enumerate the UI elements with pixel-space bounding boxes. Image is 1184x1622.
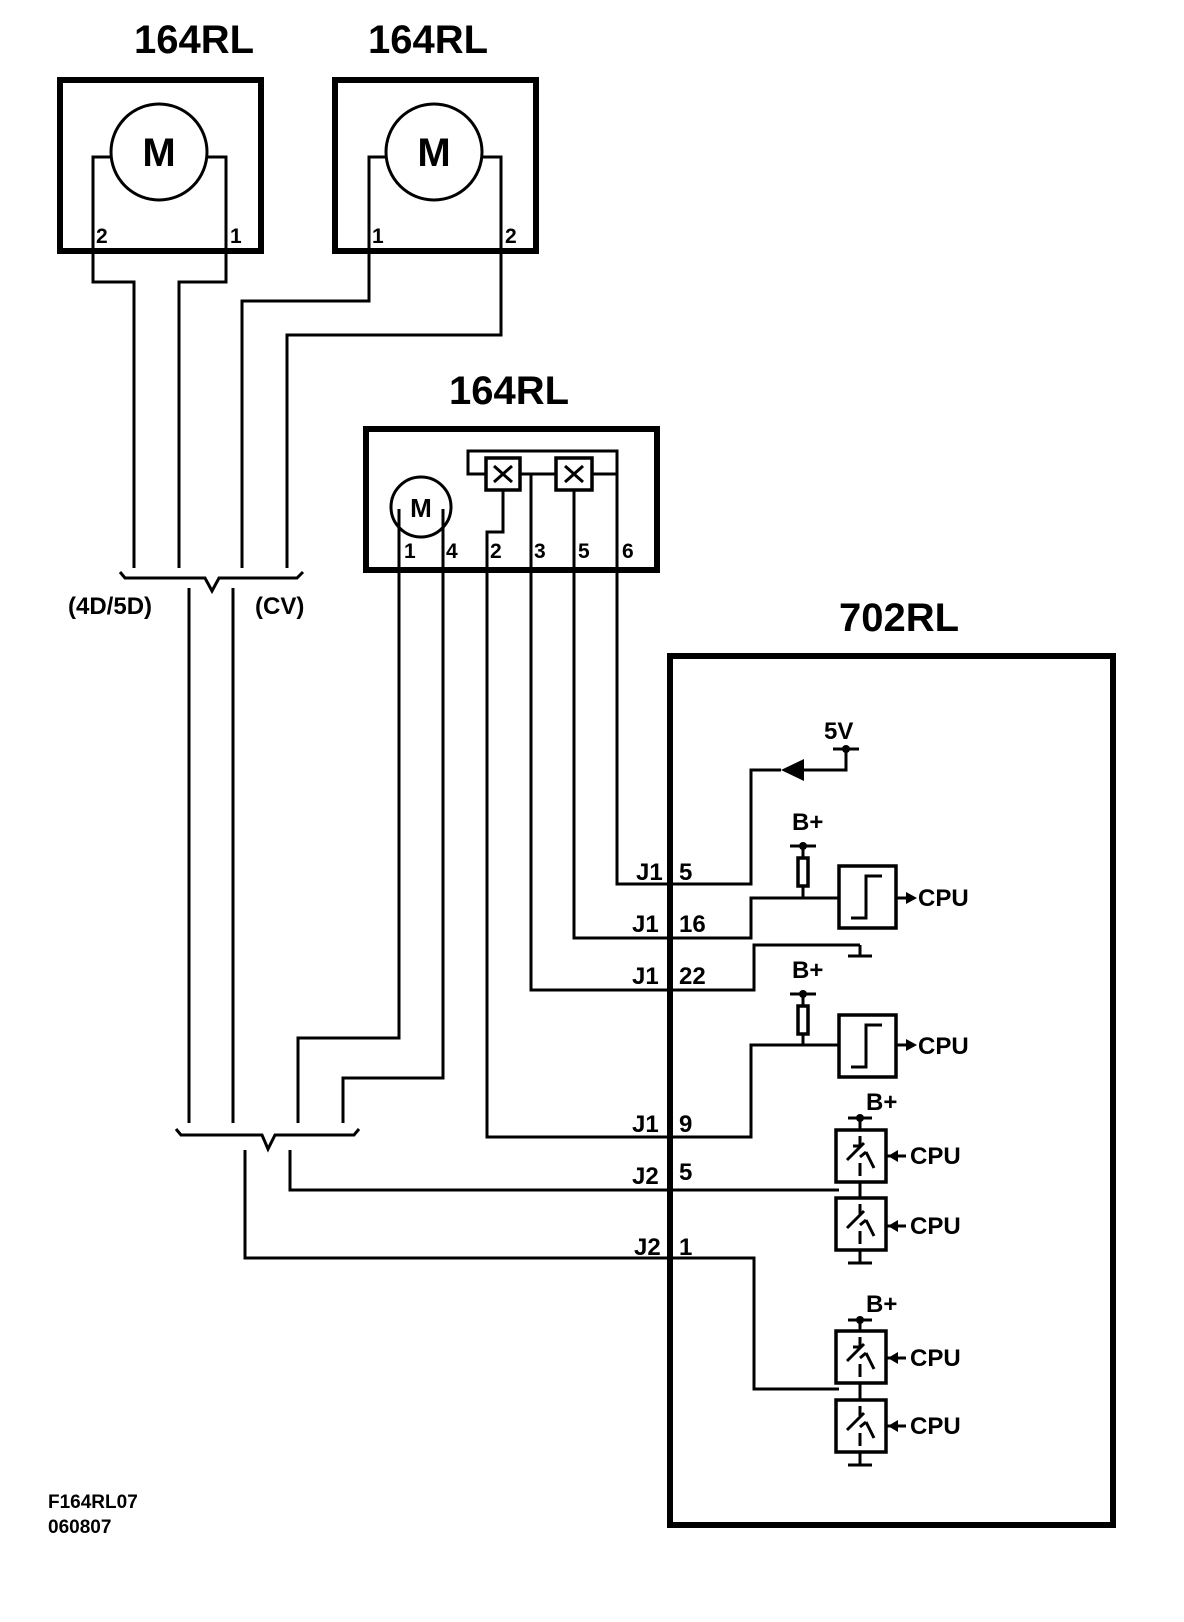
motor-left-label: 164RL — [134, 18, 254, 62]
wire-actuator-pin4 — [341, 509, 445, 1123]
conn-j1-9-id: J1 — [632, 1111, 659, 1138]
driver-low-2-arrow — [888, 1420, 898, 1432]
driver-low-2-symbol — [845, 1406, 876, 1446]
motor-right-symbol: M — [417, 131, 450, 175]
motor-left-circle — [109, 102, 209, 202]
motor-left: 164RL M 2 1 — [57, 18, 264, 568]
actuator-pin-4: 4 — [446, 540, 458, 563]
wire-actuator-pin2-j1-9 — [485, 490, 839, 1139]
pullup-resistor-2 — [796, 1004, 810, 1036]
comparator-2-arrow — [906, 1039, 917, 1051]
bplus-1-label: B+ — [792, 809, 823, 836]
motor-right-label: 164RL — [368, 18, 488, 62]
driver-high-1-arrow — [888, 1150, 898, 1162]
module-housing — [667, 653, 1116, 1528]
conn-j2-5-id: J2 — [632, 1163, 659, 1190]
conn-j2-5-pin: 5 — [679, 1159, 692, 1186]
conn-j1-5-pin: 5 — [679, 859, 692, 886]
conn-j1-16-id: J1 — [632, 911, 659, 938]
branch-label-left: (4D/5D) — [68, 593, 152, 620]
motor-right-pin-2: 2 — [505, 225, 517, 248]
pullup-resistor-1 — [796, 856, 810, 888]
motor-right-wire-pin1 — [240, 155, 386, 568]
comparator-2-symbol — [851, 1023, 882, 1069]
wire-actuator-pin6-j1-5 — [615, 474, 781, 886]
driver-high-2-arrow — [888, 1352, 898, 1364]
wire-harness-j2-1 — [243, 1150, 839, 1391]
conn-j1-9-pin: 9 — [679, 1111, 692, 1138]
conn-j2-1-pin: 1 — [679, 1234, 692, 1261]
upper-harness-brace: (4D/5D) (CV) — [68, 570, 305, 1123]
conn-j1-22-pin: 22 — [679, 963, 706, 990]
cpu-label-3: CPU — [910, 1143, 961, 1170]
motor-right-housing — [332, 77, 539, 254]
actuator-label: 164RL — [449, 369, 569, 413]
wire-harness-j2-5 — [288, 1150, 839, 1192]
wire-actuator-pin5-j1-16 — [572, 490, 839, 940]
conn-j1-22-id: J1 — [632, 963, 659, 990]
motor-right-circle — [384, 102, 484, 202]
driver-high-2-symbol — [845, 1337, 876, 1377]
cpu-label-1: CPU — [918, 885, 969, 912]
upper-brace — [118, 570, 305, 595]
figure-id: F164RL07 — [48, 1492, 138, 1513]
actuator-switch-frame — [466, 449, 619, 476]
branch-label-right: (CV) — [255, 593, 304, 620]
actuator-pin-2: 2 — [490, 540, 502, 563]
actuator-pin-6: 6 — [622, 540, 634, 563]
lower-harness-brace — [174, 1128, 839, 1391]
conn-j1-5-id: J1 — [636, 859, 663, 886]
driver-low-1-arrow — [888, 1220, 898, 1232]
cpu-label-2: CPU — [918, 1033, 969, 1060]
motor-right-wire-pin2 — [285, 155, 503, 568]
bplus-2-label: B+ — [792, 957, 823, 984]
comparator-1-symbol — [851, 874, 882, 920]
supply-5v-diode — [781, 759, 804, 781]
actuator: 164RL M 1 4 2 3 5 6 — [363, 369, 660, 573]
wire-actuator-pin1 — [296, 509, 401, 1123]
actuator-pin-5: 5 — [578, 540, 590, 563]
motor-left-wire-pin2 — [91, 155, 136, 568]
wire-actuator-pin3-j1-22 — [529, 474, 860, 992]
conn-j1-16-pin: 16 — [679, 911, 706, 938]
bplus-3-label: B+ — [866, 1089, 897, 1116]
motor-right: 164RL M 1 2 — [240, 18, 539, 568]
motor-left-wire-pin1 — [177, 155, 228, 568]
actuator-pin-3: 3 — [534, 540, 546, 563]
driver-high-1-symbol — [845, 1136, 876, 1176]
figure-date-code: 060807 — [48, 1517, 111, 1538]
actuator-pin-1: 1 — [404, 540, 416, 563]
actuator-switch-2-x — [564, 464, 584, 484]
motor-left-pin-2: 2 — [96, 225, 108, 248]
motor-left-symbol: M — [142, 131, 175, 175]
actuator-motor-circle — [389, 475, 453, 539]
motor-left-pin-1: 1 — [230, 225, 242, 248]
comparator-1-arrow — [906, 892, 917, 904]
actuator-motor-symbol: M — [410, 493, 432, 523]
bplus-4-label: B+ — [866, 1291, 897, 1318]
supply-5v-label: 5V — [824, 718, 853, 745]
actuator-wiring — [296, 474, 860, 1139]
lower-brace — [174, 1128, 361, 1153]
conn-j2-1-id: J2 — [634, 1234, 661, 1261]
actuator-switch-1-x — [493, 464, 513, 484]
motor-left-housing — [57, 77, 264, 254]
supply-5v-wire — [804, 749, 848, 772]
module-label: 702RL — [839, 596, 959, 640]
cpu-label-6: CPU — [910, 1413, 961, 1440]
cpu-label-5: CPU — [910, 1345, 961, 1372]
module: 702RL J1 5 J1 16 J1 22 J1 9 J2 5 J2 1 5V… — [632, 596, 1116, 1528]
actuator-housing — [363, 426, 660, 573]
cpu-label-4: CPU — [910, 1213, 961, 1240]
motor-right-pin-1: 1 — [372, 225, 384, 248]
driver-low-1-symbol — [845, 1204, 876, 1244]
